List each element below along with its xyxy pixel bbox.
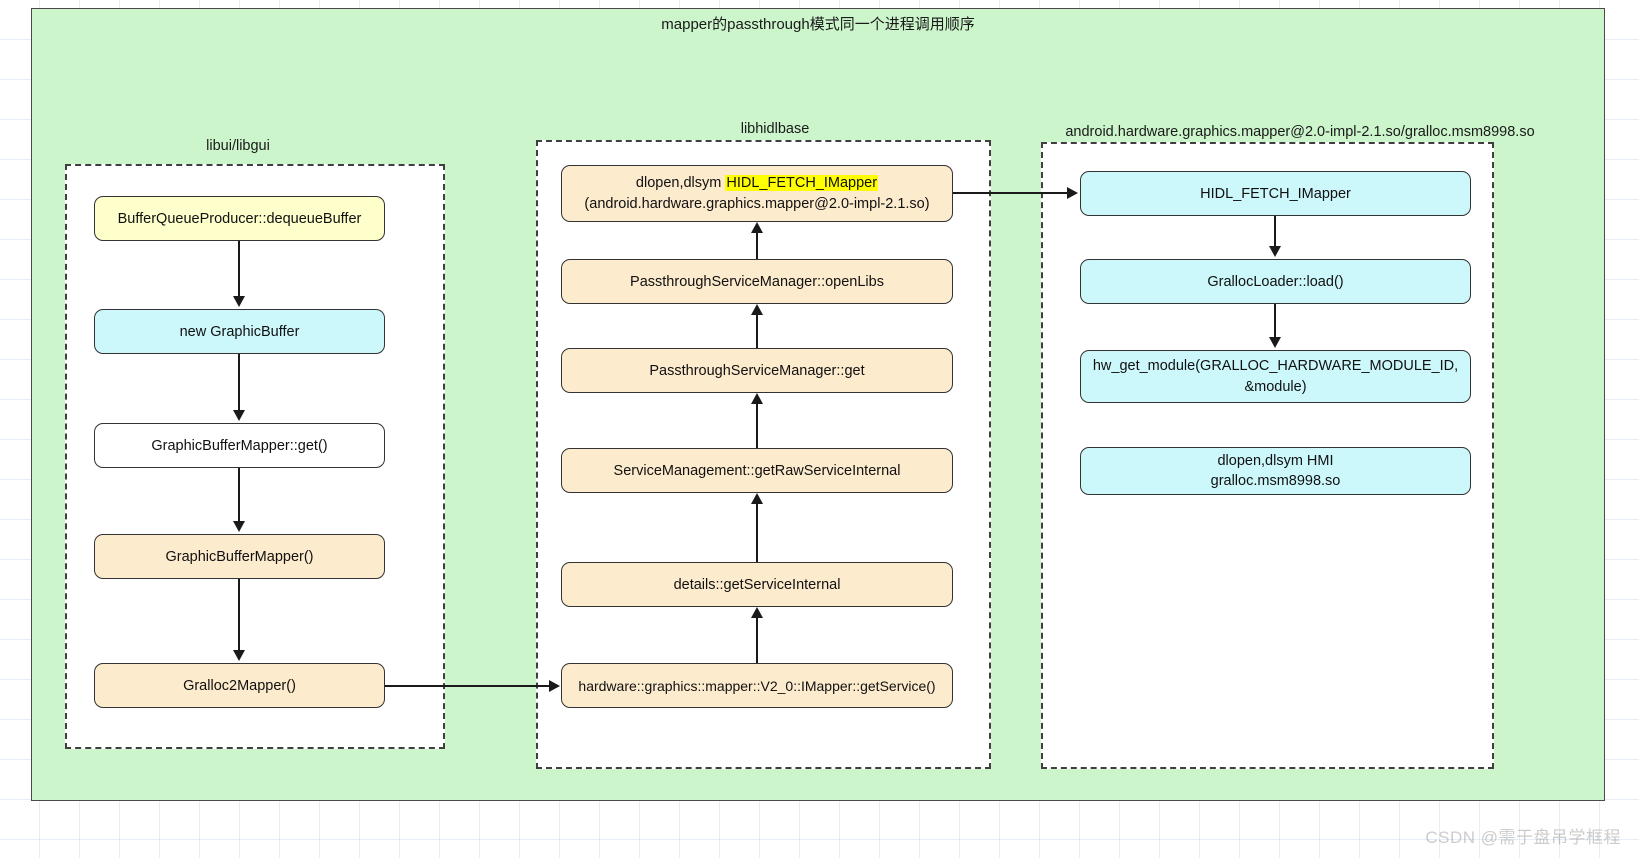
- node-imapper-getservice[interactable]: hardware::graphics::mapper::V2_0::IMappe…: [561, 663, 953, 708]
- edge-m1-r1-arrowhead: [1067, 187, 1078, 199]
- edge-m6-m5-line: [756, 618, 758, 663]
- node-label-line2: gralloc.msm8998.so: [1210, 473, 1341, 489]
- node-graphicbuffermapper-ctor[interactable]: GraphicBufferMapper(): [94, 534, 385, 579]
- node-new-graphicbuffer[interactable]: new GraphicBuffer: [94, 309, 385, 354]
- lane-label-libhidlbase: libhidlbase: [740, 121, 810, 137]
- node-dlopen-dlsym-hmi[interactable]: dlopen,dlsym HMI gralloc.msm8998.so: [1080, 447, 1471, 495]
- edge-n2-n3-arrowhead: [233, 410, 245, 421]
- node-label-line1: dlopen,dlsym HIDL_FETCH_IMapper: [635, 173, 879, 194]
- edge-m2-m1-arrowhead: [751, 222, 763, 233]
- edge-m6-m5-arrowhead: [751, 607, 763, 618]
- edge-n3-n4-arrowhead: [233, 521, 245, 532]
- node-label-line1: hw_get_module(GRALLOC_HARDWARE_MODULE_ID…: [1092, 357, 1459, 374]
- node-hidl-fetch-imapper[interactable]: HIDL_FETCH_IMapper: [1080, 171, 1471, 216]
- edge-r2-r3-line: [1274, 304, 1276, 339]
- node-label: ServiceManagement::getRawServiceInternal: [613, 462, 901, 479]
- node-label: hardware::graphics::mapper::V2_0::IMappe…: [578, 677, 936, 694]
- diagram-title: mapper的passthrough模式同一个进程调用顺序: [661, 16, 975, 33]
- edge-m4-m3-line: [756, 404, 758, 448]
- edge-r1-r2-arrowhead: [1269, 246, 1281, 257]
- node-label: GraphicBufferMapper(): [165, 548, 314, 565]
- node-details-getserviceinternal[interactable]: details::getServiceInternal: [561, 562, 953, 607]
- edge-n3-n4-line: [238, 468, 240, 523]
- edge-m4-m3-arrowhead: [751, 393, 763, 404]
- node-gralloc2mapper-ctor[interactable]: Gralloc2Mapper(): [94, 663, 385, 708]
- edge-n4-n5-line: [238, 579, 240, 652]
- node-passthroughservicemanager-openlibs[interactable]: PassthroughServiceManager::openLibs: [561, 259, 953, 304]
- lane-label-mapper-impl: android.hardware.graphics.mapper@2.0-imp…: [1065, 124, 1535, 140]
- lane-label-libui: libui/libgui: [206, 138, 270, 154]
- node-label: Gralloc2Mapper(): [183, 677, 296, 694]
- node-grallocloader-load[interactable]: GrallocLoader::load(): [1080, 259, 1471, 304]
- node-label-line2: (android.hardware.graphics.mapper@2.0-im…: [584, 195, 930, 212]
- node-label-line1: dlopen,dlsym HMI: [1217, 453, 1334, 469]
- node-label-highlight: HIDL_FETCH_IMapper: [725, 174, 879, 191]
- node-dlopen-dlsym-hidl-fetch-imapper[interactable]: dlopen,dlsym HIDL_FETCH_IMapper (android…: [561, 165, 953, 222]
- node-label: BufferQueueProducer::dequeueBuffer: [117, 210, 362, 227]
- edge-m1-r1-line: [953, 192, 1068, 194]
- edge-n5-m6-line: [385, 685, 550, 687]
- node-label: PassthroughServiceManager::get: [649, 362, 865, 379]
- edge-n1-n2-arrowhead: [233, 296, 245, 307]
- node-label: new GraphicBuffer: [179, 323, 300, 340]
- node-label: GraphicBufferMapper::get(): [151, 437, 328, 454]
- edge-n2-n3-line: [238, 354, 240, 412]
- node-servicemanagement-getrawserviceinternal[interactable]: ServiceManagement::getRawServiceInternal: [561, 448, 953, 493]
- node-bufferqueueproducer-dequeuebuffer[interactable]: BufferQueueProducer::dequeueBuffer: [94, 196, 385, 241]
- node-label: GrallocLoader::load(): [1207, 273, 1344, 290]
- edge-r1-r2-line: [1274, 216, 1276, 248]
- edge-r2-r3-arrowhead: [1269, 337, 1281, 348]
- node-hw-get-module[interactable]: hw_get_module(GRALLOC_HARDWARE_MODULE_ID…: [1080, 350, 1471, 403]
- node-label-line2: &module): [1244, 378, 1307, 395]
- edge-m3-m2-arrowhead: [751, 304, 763, 315]
- edge-n1-n2-line: [238, 241, 240, 298]
- edge-m5-m4-arrowhead: [751, 493, 763, 504]
- csdn-watermark: CSDN @需于盘吊学框程: [1425, 828, 1621, 847]
- edge-m3-m2-line: [756, 315, 758, 348]
- node-passthroughservicemanager-get[interactable]: PassthroughServiceManager::get: [561, 348, 953, 393]
- node-label-prefix: dlopen,dlsym: [635, 174, 726, 191]
- node-label: PassthroughServiceManager::openLibs: [630, 273, 884, 290]
- edge-n4-n5-arrowhead: [233, 650, 245, 661]
- edge-m5-m4-line: [756, 504, 758, 562]
- node-label: details::getServiceInternal: [673, 576, 841, 593]
- edge-n5-m6-arrowhead: [549, 680, 560, 692]
- node-label: HIDL_FETCH_IMapper: [1200, 185, 1351, 202]
- node-graphicbuffermapper-get[interactable]: GraphicBufferMapper::get(): [94, 423, 385, 468]
- edge-m2-m1-line: [756, 233, 758, 259]
